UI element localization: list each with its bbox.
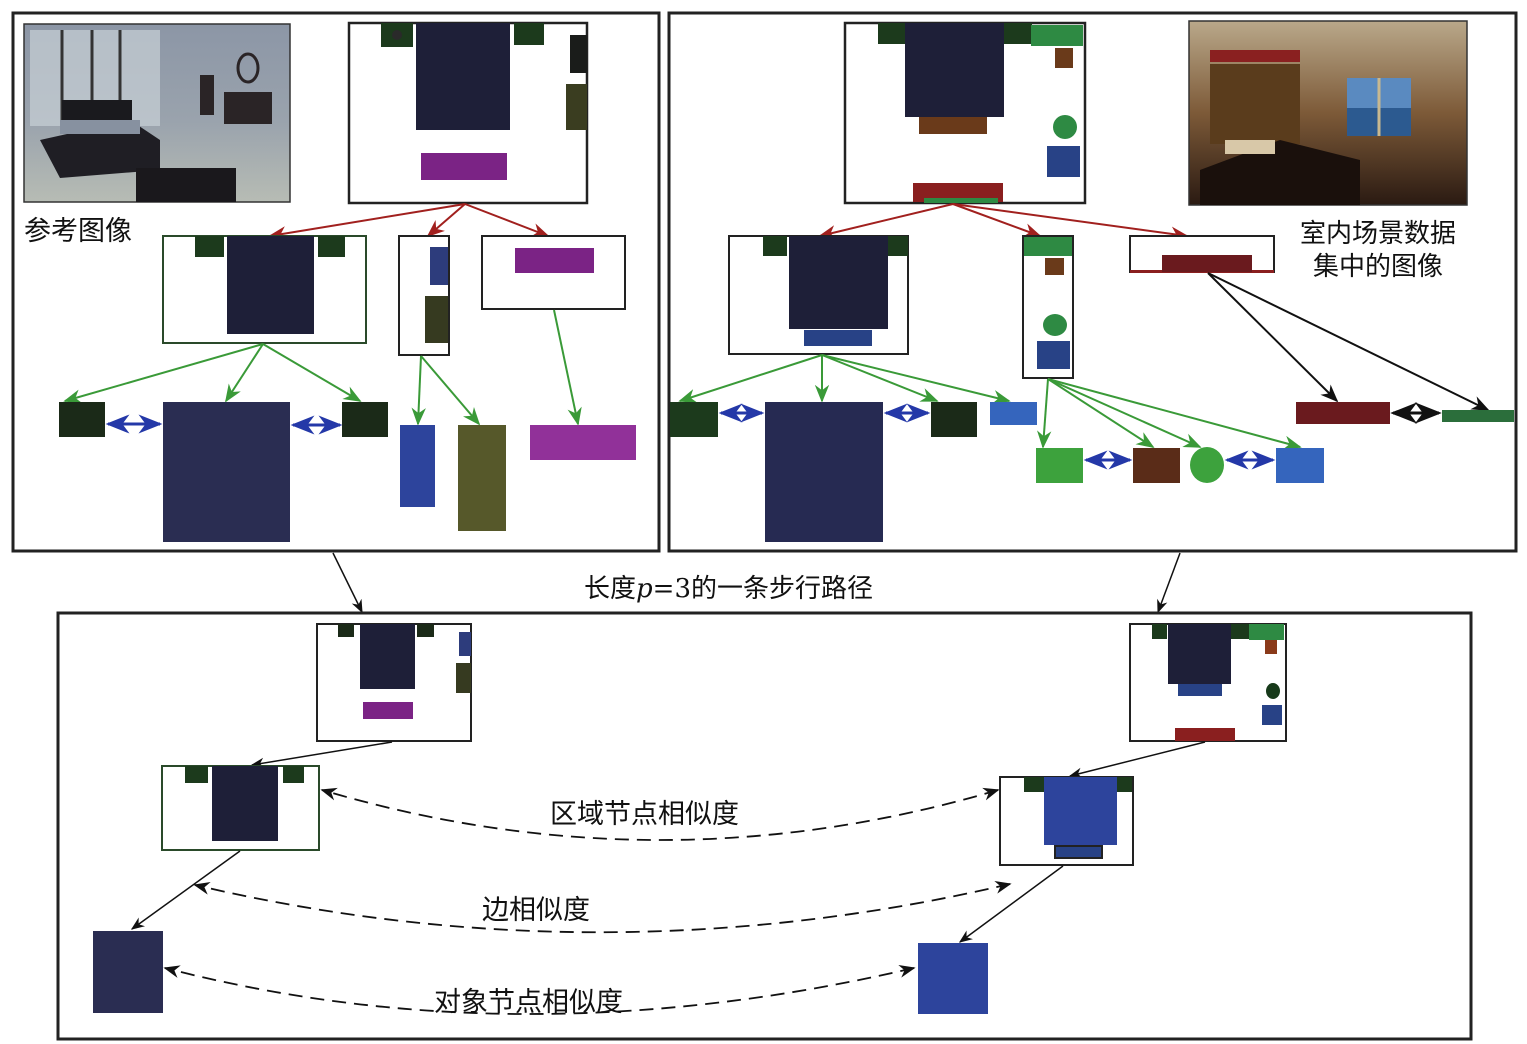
- object-nightstand-right: [931, 402, 977, 437]
- edge-arrow: [821, 354, 1011, 405]
- dataset-scene-layout: [843, 21, 1087, 205]
- region-similarity-label: 区域节点相似度: [550, 799, 739, 830]
- walk-edge-arrow: [958, 865, 1064, 943]
- walk-right-object: [918, 943, 988, 1014]
- edge-arrow: [678, 354, 823, 403]
- edge-arrow: [63, 343, 264, 404]
- object-similarity-curve: [163, 965, 916, 1015]
- cabinet: [566, 84, 587, 130]
- region-bed-area: [162, 235, 367, 344]
- edge-arrow: [1037, 378, 1052, 449]
- bed: [416, 23, 510, 130]
- edge-arrow: [821, 354, 939, 402]
- edge-arrow: [952, 203, 1042, 238]
- walk-connector-right: [1157, 552, 1181, 614]
- object-chair: [1276, 448, 1324, 483]
- object-similarity-label: 对象节点相似度: [434, 987, 623, 1018]
- edge-similarity-curve: [193, 881, 1012, 934]
- reference-scene-layout: [347, 21, 589, 205]
- region-storage-area: [398, 235, 450, 356]
- object-cabinet: [458, 425, 506, 531]
- object-tv-stand: [1296, 402, 1390, 424]
- object-rug: [990, 402, 1037, 425]
- dataset-image-label-line2: 集中的图像: [1313, 252, 1443, 282]
- object-nightstand-left: [59, 402, 105, 437]
- region-bed-area: [728, 235, 909, 355]
- walk-left-object: [93, 931, 163, 1013]
- region-tv-area: [1129, 235, 1275, 273]
- dataset-image-label-line1: 室内场景数据: [1300, 219, 1456, 249]
- walk-left-scene: [316, 623, 472, 742]
- region-side-area: [1022, 235, 1074, 379]
- edge-arrow: [420, 355, 481, 426]
- edge-arrow: [1207, 272, 1339, 403]
- object-nightstand-left: [670, 402, 718, 437]
- object-plant: [1190, 447, 1224, 483]
- region-similarity-curve: [320, 787, 1000, 841]
- edge-arrow: [426, 203, 466, 238]
- walk-path-label: 长度p=3的一条步行路径: [584, 574, 873, 604]
- object-bench: [530, 425, 636, 460]
- edge-arrow: [411, 355, 426, 426]
- object-bed: [765, 402, 883, 542]
- object-brown-box: [1133, 448, 1180, 483]
- reference-panel: 参考图像: [11, 11, 661, 553]
- object-tv: [1442, 410, 1514, 422]
- walk-right-scene: [1129, 623, 1287, 742]
- dataset-panel: 室内场景数据 集中的图像: [667, 11, 1518, 553]
- walk-path-panel: 区域节点相似度 边相似度 对象节点相似度: [56, 611, 1473, 1041]
- edge-arrow: [553, 309, 582, 426]
- edge-arrow: [268, 203, 466, 241]
- edge-similarity-label: 边相似度: [482, 895, 590, 926]
- object-dresser: [400, 425, 435, 507]
- object-green-box: [1036, 448, 1083, 483]
- edge-arrow: [818, 203, 954, 240]
- nightstand-right: [514, 23, 544, 45]
- walk-left-region: [161, 765, 320, 851]
- edge-arrow: [1207, 272, 1490, 411]
- object-nightstand-right: [342, 402, 388, 437]
- reference-photo: [23, 23, 291, 203]
- walk-edge-arrow: [130, 850, 241, 930]
- region-bench-area: [481, 235, 626, 310]
- edge-arrow: [1047, 378, 1302, 450]
- walk-connector-left: [332, 552, 363, 614]
- reference-image-label: 参考图像: [24, 216, 132, 247]
- dataset-photo: [1188, 20, 1468, 206]
- edge-arrow: [1047, 378, 1155, 448]
- walk-edge-arrow: [250, 741, 393, 769]
- dresser: [570, 35, 587, 73]
- edge-arrow: [952, 203, 1189, 241]
- object-bed: [163, 402, 290, 542]
- edge-arrow: [262, 343, 362, 402]
- walk-edge-arrow: [1068, 741, 1206, 779]
- edge-arrow: [464, 203, 550, 237]
- bench: [421, 153, 507, 180]
- walk-right-region: [999, 776, 1134, 866]
- edge-arrow: [1047, 378, 1202, 448]
- edge-arrow: [225, 343, 264, 403]
